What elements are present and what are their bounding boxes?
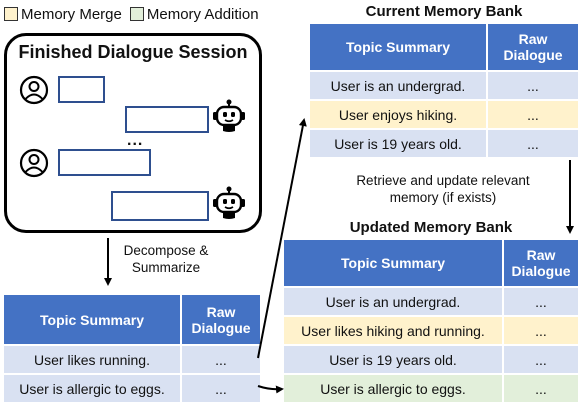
user-message-bubble bbox=[58, 76, 105, 103]
topic-cell: User is an undergrad. bbox=[310, 72, 488, 99]
table-row: User is an undergrad. ... bbox=[310, 72, 578, 99]
ellipsis: ... bbox=[127, 132, 144, 149]
decompose-label: Decompose & Summarize bbox=[123, 243, 209, 275]
extracted-memory-table: Topic Summary Raw Dialogue User likes ru… bbox=[4, 293, 260, 403]
raw-cell: ... bbox=[182, 346, 260, 373]
raw-cell: ... bbox=[504, 375, 578, 402]
dialogue-session-box: Finished Dialogue Session ... bbox=[4, 33, 262, 233]
table-row: User is 19 years old. ... bbox=[284, 346, 578, 373]
dialogue-session-title: Finished Dialogue Session bbox=[18, 42, 248, 62]
current-memory-table: Topic Summary Raw Dialogue User is an un… bbox=[310, 22, 578, 159]
legend-label-merge: Memory Merge bbox=[21, 5, 122, 23]
table-row-merged: User likes hiking and running. ... bbox=[284, 317, 578, 344]
legend-item-merge: Memory Merge bbox=[4, 6, 122, 23]
user-icon bbox=[19, 148, 49, 178]
assistant-message-bubble bbox=[125, 106, 209, 133]
raw-cell: ... bbox=[182, 375, 260, 402]
legend-swatch-addition bbox=[129, 7, 144, 21]
raw-cell: ... bbox=[488, 101, 578, 128]
table-row: User is allergic to eggs. ... bbox=[4, 375, 260, 402]
legend-swatch-merge bbox=[4, 7, 18, 21]
add-arrow bbox=[257, 385, 284, 394]
header-raw-dialogue: Raw Dialogue bbox=[488, 24, 578, 70]
header-topic-summary: Topic Summary bbox=[4, 295, 182, 344]
header-topic-summary: Topic Summary bbox=[310, 24, 488, 70]
robot-icon bbox=[213, 186, 245, 219]
retrieve-update-label: Retrieve and update relevant memory (if … bbox=[356, 173, 530, 205]
current-bank-title: Current Memory Bank bbox=[365, 3, 523, 20]
topic-cell: User is an undergrad. bbox=[284, 288, 504, 315]
raw-cell: ... bbox=[504, 346, 578, 373]
assistant-message-bubble bbox=[111, 191, 209, 221]
header-raw-dialogue: Raw Dialogue bbox=[182, 295, 260, 344]
table-header-row: Topic Summary Raw Dialogue bbox=[284, 240, 578, 286]
table-row-added: User is allergic to eggs. ... bbox=[284, 375, 578, 402]
header-raw-dialogue: Raw Dialogue bbox=[504, 240, 578, 286]
topic-cell: User likes hiking and running. bbox=[284, 317, 504, 344]
table-row: User likes running. ... bbox=[4, 346, 260, 373]
topic-cell: User likes running. bbox=[4, 346, 182, 373]
raw-cell: ... bbox=[488, 72, 578, 99]
updated-memory-table: Topic Summary Raw Dialogue User is an un… bbox=[284, 238, 578, 403]
topic-cell: User is allergic to eggs. bbox=[284, 375, 504, 402]
header-topic-summary: Topic Summary bbox=[284, 240, 504, 286]
topic-cell: User is allergic to eggs. bbox=[4, 375, 182, 402]
table-row-merged: User enjoys hiking. ... bbox=[310, 101, 578, 128]
table-header-row: Topic Summary Raw Dialogue bbox=[310, 24, 578, 70]
legend-item-addition: Memory Addition bbox=[129, 5, 259, 23]
raw-cell: ... bbox=[504, 288, 578, 315]
topic-cell: User enjoys hiking. bbox=[310, 101, 488, 128]
user-message-bubble bbox=[58, 149, 151, 176]
user-icon bbox=[19, 75, 49, 105]
table-row: User is an undergrad. ... bbox=[284, 288, 578, 315]
topic-cell: User is 19 years old. bbox=[284, 346, 504, 373]
table-row: User is 19 years old. ... bbox=[310, 130, 578, 157]
legend: Memory Merge Memory Addition bbox=[4, 4, 267, 24]
robot-icon bbox=[213, 99, 245, 132]
raw-cell: ... bbox=[504, 317, 578, 344]
retrieve-arrow bbox=[257, 118, 307, 359]
legend-label-addition: Memory Addition bbox=[146, 5, 259, 23]
updated-bank-title: Updated Memory Bank bbox=[349, 219, 513, 236]
table-header-row: Topic Summary Raw Dialogue bbox=[4, 295, 260, 344]
topic-cell: User is 19 years old. bbox=[310, 130, 488, 157]
raw-cell: ... bbox=[488, 130, 578, 157]
